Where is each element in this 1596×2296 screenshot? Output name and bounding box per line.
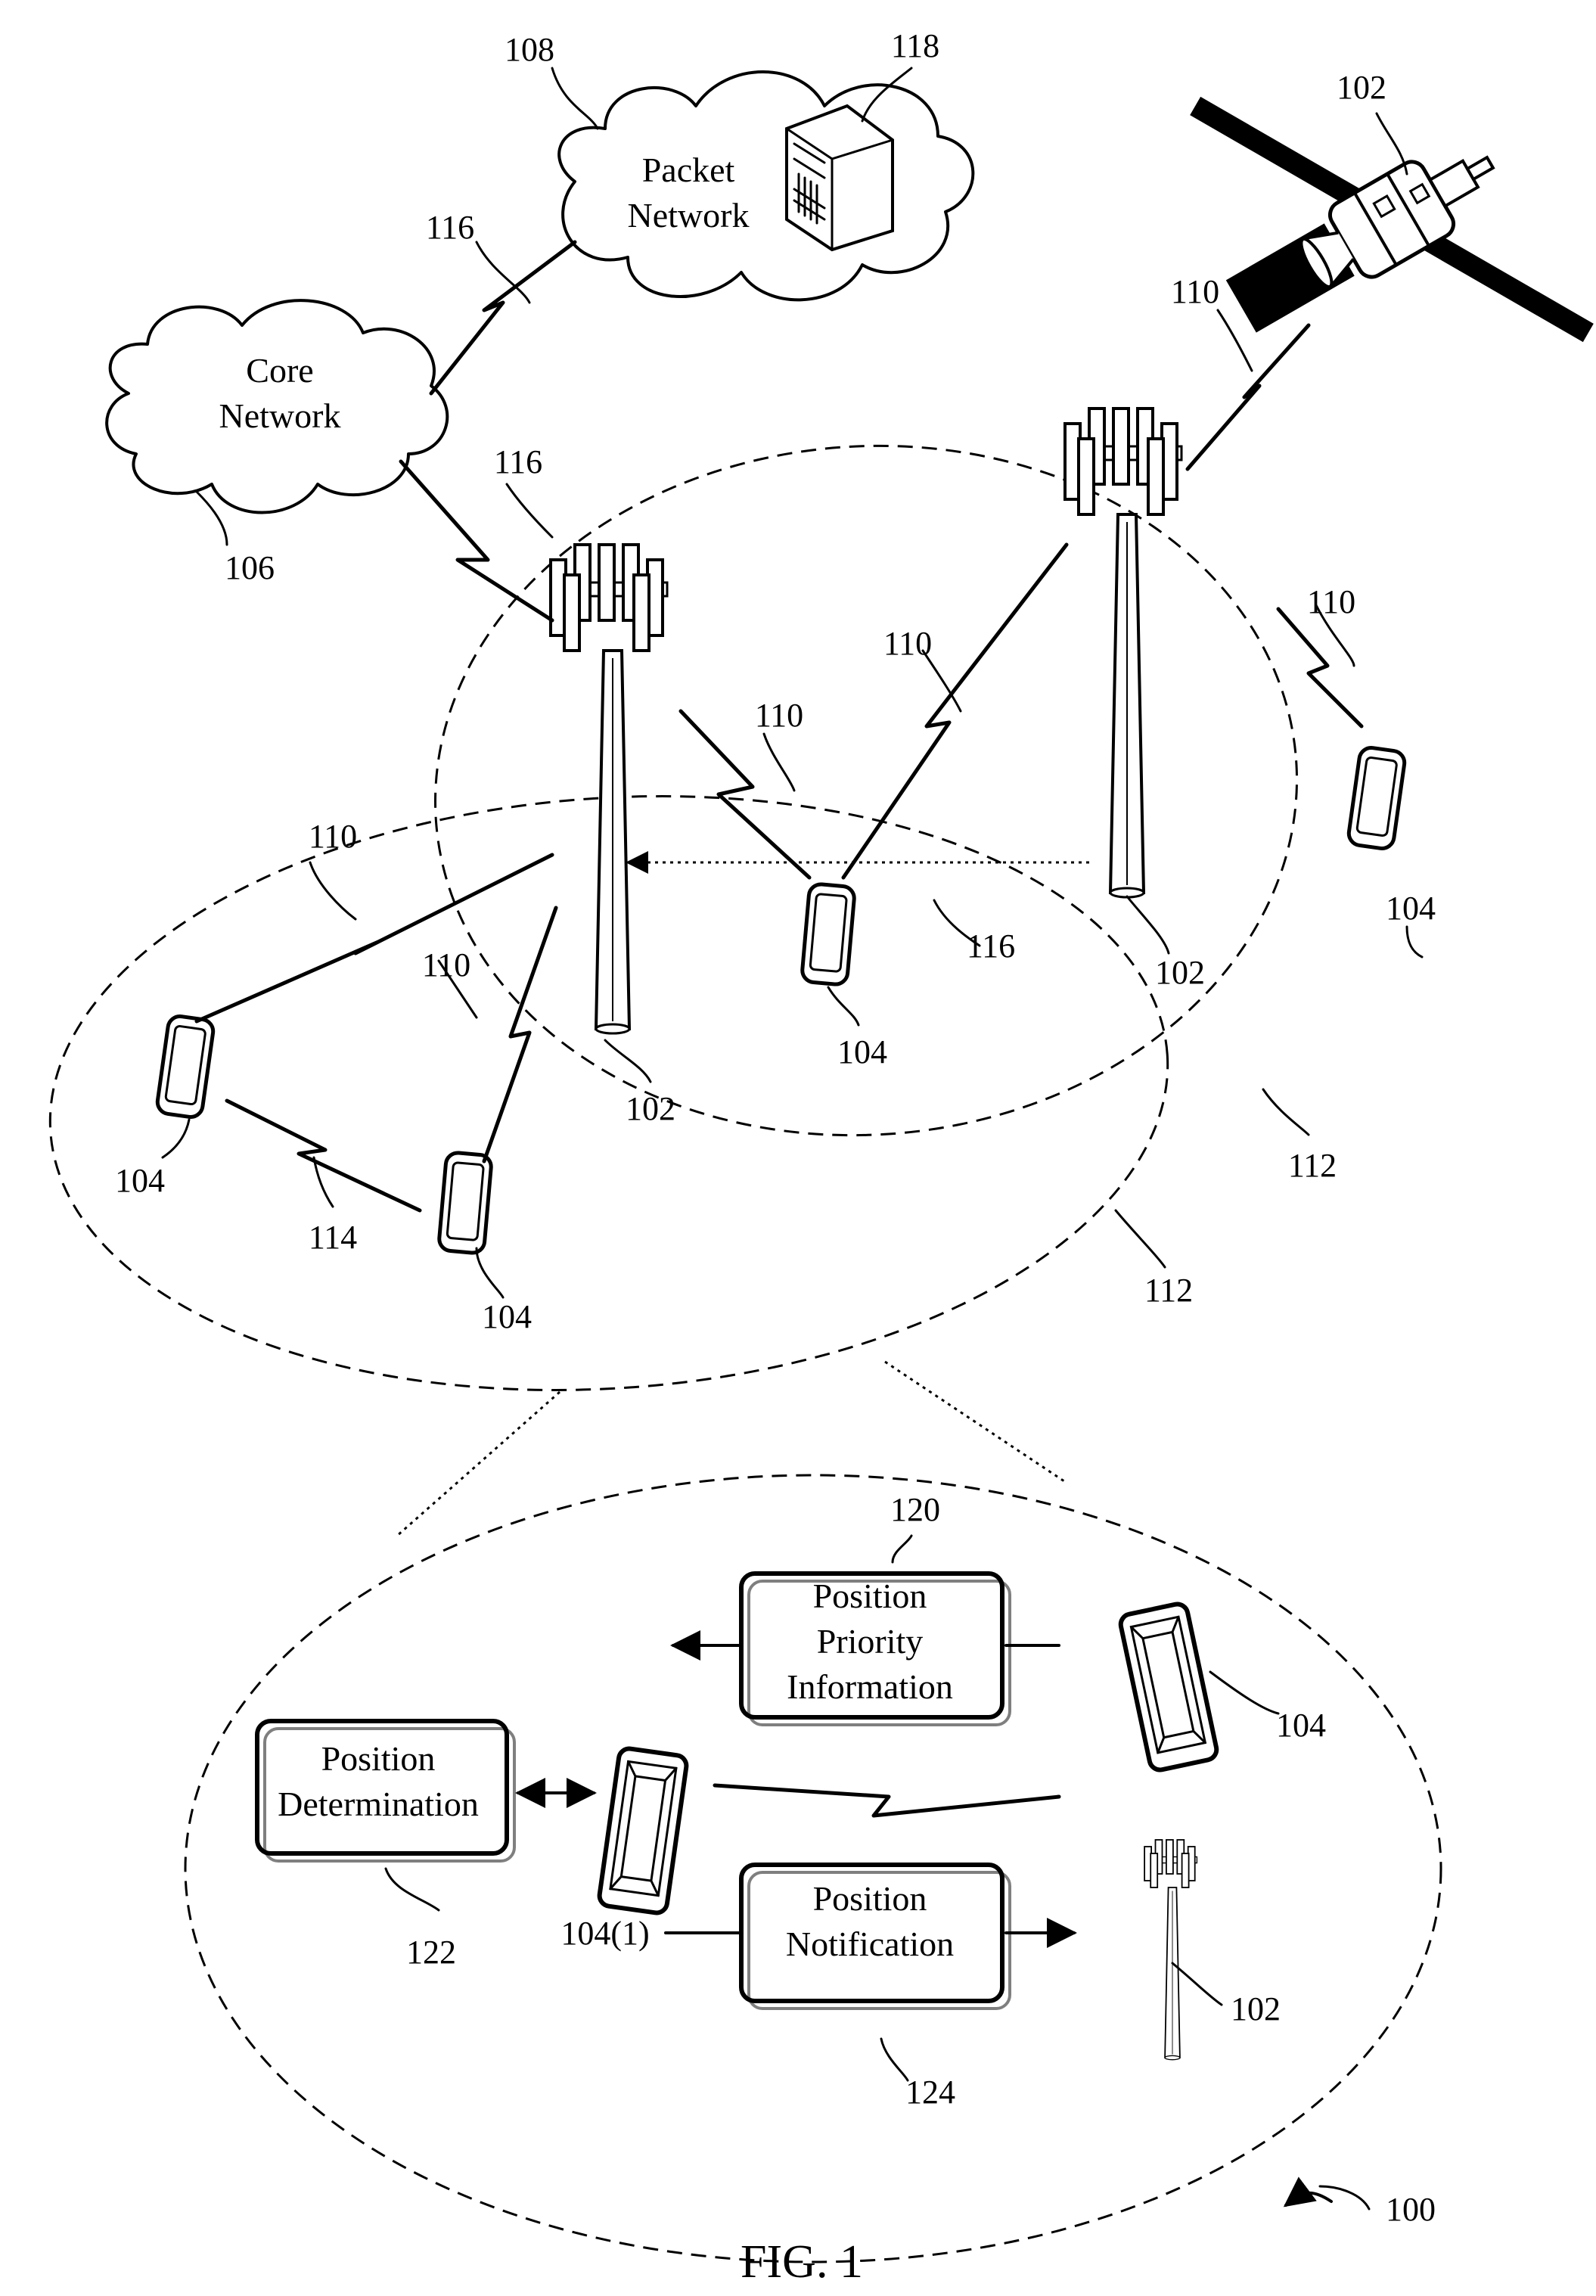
ref-102-detail: 102 <box>1231 1990 1281 2027</box>
coverage-area-left <box>48 795 1169 1391</box>
ref-116-backhaul: 116 <box>967 927 1015 965</box>
ref-118: 118 <box>891 27 939 64</box>
ref-110-right-ue: 110 <box>1307 583 1355 620</box>
ref-116-top: 116 <box>426 209 474 246</box>
ref-104-center: 104 <box>837 1033 887 1070</box>
ref-104-bottom: 104 <box>482 1298 532 1335</box>
server-icon <box>785 104 894 252</box>
leader-lines <box>161 67 1424 2211</box>
ref-120: 120 <box>890 1491 940 1528</box>
ref-116-core: 116 <box>494 443 542 480</box>
zoom-detail-area <box>184 1474 1442 2263</box>
figure-caption: FIG. 1 <box>741 2236 863 2288</box>
satellite-icon <box>1190 96 1594 343</box>
cell-tower-left <box>549 543 669 1035</box>
zoom-connector-right <box>884 1360 1067 1484</box>
ref-112-left: 112 <box>1144 1272 1193 1309</box>
ref-108: 108 <box>505 31 554 68</box>
ref-110-left-b: 110 <box>422 946 470 983</box>
cell-tower-detail <box>1144 1839 1198 2061</box>
ref-104-right: 104 <box>1386 890 1436 927</box>
ref-110-left-a: 110 <box>309 818 357 855</box>
ref-104-detail: 104 <box>1276 1707 1326 1744</box>
ref-110-towers: 110 <box>883 625 932 662</box>
ue-phone-center <box>801 884 855 986</box>
core-network-cloud <box>105 299 449 514</box>
wireless-links <box>194 240 1364 1818</box>
ue-phone-right <box>1347 746 1406 850</box>
ref-102-left-tower: 102 <box>626 1090 675 1127</box>
ref-124: 124 <box>905 2074 955 2111</box>
ref-114: 114 <box>309 1219 357 1256</box>
position-priority-information-box <box>739 1571 1011 1726</box>
ref-104-left: 104 <box>115 1162 165 1199</box>
figure-ref-arrow <box>1283 2176 1333 2207</box>
coverage-area-right <box>434 444 1298 1137</box>
position-determination-box <box>255 1719 516 1863</box>
ref-122: 122 <box>406 1934 456 1971</box>
detail-arrows <box>515 1630 1077 1948</box>
ref-102-right-tower: 102 <box>1155 954 1205 991</box>
ue-phone-detail <box>1118 1602 1219 1772</box>
zoom-connector-left <box>396 1390 560 1537</box>
ref-102-satellite: 102 <box>1337 69 1386 106</box>
ref-112-right: 112 <box>1288 1147 1337 1184</box>
ue-phone-detail-primary <box>597 1746 689 1915</box>
ref-110-center: 110 <box>755 697 803 734</box>
packet-network-cloud <box>557 70 975 302</box>
ue-phone-left <box>156 1014 215 1118</box>
ref-110-satellite: 110 <box>1171 273 1219 310</box>
ue-phone-bottom <box>438 1152 492 1254</box>
ref-100: 100 <box>1386 2191 1436 2228</box>
cell-tower-right <box>1063 407 1183 899</box>
ref-106: 106 <box>225 549 275 586</box>
ref-104-1: 104(1) <box>560 1915 649 1952</box>
